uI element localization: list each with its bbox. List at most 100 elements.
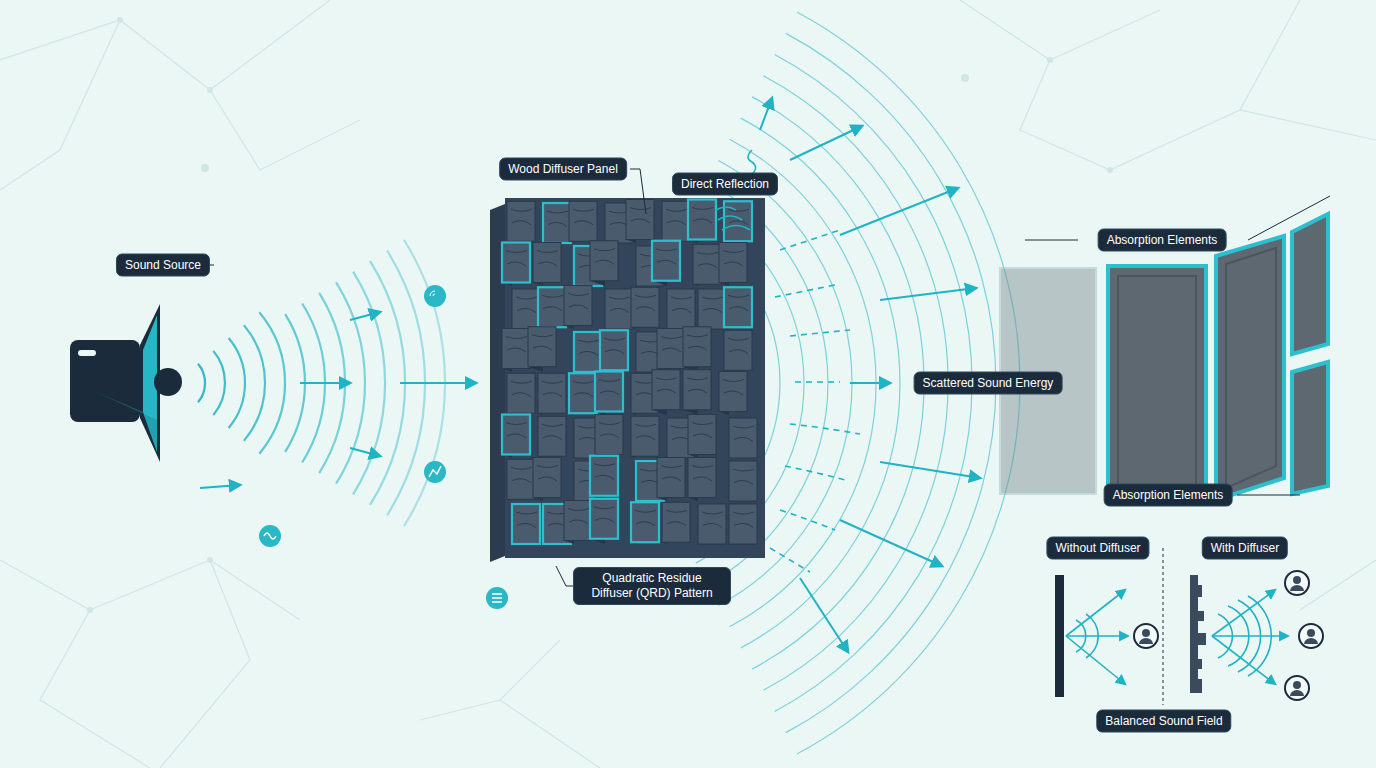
diffuser-panel bbox=[490, 198, 765, 562]
wood-grain bbox=[532, 335, 553, 351]
block-face bbox=[729, 504, 757, 544]
wood-grain bbox=[702, 297, 723, 313]
block-face bbox=[502, 243, 530, 283]
wood-grain bbox=[666, 510, 687, 526]
wood-grain bbox=[692, 466, 713, 482]
block-face bbox=[693, 244, 721, 284]
absorption-panels bbox=[1000, 214, 1328, 500]
wood-grain bbox=[594, 464, 615, 480]
callout-label: Balanced Sound Field bbox=[1096, 710, 1231, 733]
block-face bbox=[502, 415, 530, 455]
block-face bbox=[719, 243, 747, 283]
block-face bbox=[533, 243, 561, 283]
block-face bbox=[569, 373, 597, 413]
wood-grain bbox=[599, 380, 620, 396]
block-face bbox=[683, 370, 711, 410]
wave-arc bbox=[259, 312, 285, 453]
wood-grain bbox=[733, 512, 754, 528]
block-face bbox=[564, 286, 592, 326]
wood-grain bbox=[661, 337, 682, 353]
wood-grain bbox=[728, 209, 749, 225]
wood-grain bbox=[661, 466, 682, 482]
wood-grain bbox=[573, 381, 594, 397]
leader-lines bbox=[207, 169, 1330, 705]
wood-grain bbox=[594, 507, 615, 523]
block-face bbox=[512, 289, 540, 329]
block-face bbox=[569, 201, 597, 241]
block-face bbox=[631, 416, 659, 456]
listener-icon bbox=[1299, 624, 1323, 648]
wood-grain bbox=[547, 211, 568, 227]
callout-label: Sound Source bbox=[116, 254, 210, 277]
wood-grain bbox=[506, 423, 527, 439]
block-face bbox=[719, 372, 747, 412]
wood-grain bbox=[511, 467, 532, 483]
block-face bbox=[538, 287, 566, 327]
wood-grain bbox=[537, 251, 558, 267]
comparison-inset bbox=[1055, 571, 1323, 700]
wave-arc bbox=[198, 364, 205, 403]
block-face bbox=[600, 330, 628, 370]
block-face bbox=[729, 461, 757, 501]
block-face bbox=[538, 373, 566, 413]
block-face bbox=[688, 458, 716, 498]
block-face bbox=[507, 373, 535, 413]
wood-grain bbox=[635, 510, 656, 526]
wood-grain bbox=[666, 209, 687, 225]
callout-label: Scattered Sound Energy bbox=[914, 372, 1063, 395]
wave-arc bbox=[353, 272, 385, 495]
wood-grain bbox=[728, 295, 749, 311]
block-face bbox=[724, 287, 752, 327]
wood-grain bbox=[542, 424, 563, 440]
callout-label: Direct Reflection bbox=[672, 173, 778, 196]
block-face bbox=[652, 370, 680, 410]
wood-grain bbox=[604, 338, 625, 354]
wood-grain bbox=[630, 208, 651, 224]
block-face bbox=[590, 241, 618, 281]
wood-grain bbox=[594, 249, 615, 265]
block-face bbox=[507, 201, 535, 241]
listener-head bbox=[1142, 629, 1150, 637]
block-face bbox=[729, 418, 757, 458]
listener-body bbox=[1139, 638, 1153, 644]
block-face bbox=[595, 372, 623, 412]
wave-arc bbox=[229, 338, 245, 428]
block-face bbox=[652, 241, 680, 281]
wood-grain bbox=[516, 297, 537, 313]
diffuser-blocks bbox=[502, 200, 757, 545]
block-face bbox=[574, 332, 602, 372]
listener-icons bbox=[1134, 571, 1323, 700]
listener-head bbox=[1293, 681, 1301, 689]
wood-grain bbox=[511, 209, 532, 225]
block-face bbox=[631, 502, 659, 542]
block-face bbox=[662, 502, 690, 542]
block-face bbox=[626, 200, 654, 240]
block-face bbox=[543, 203, 571, 243]
block-face bbox=[538, 416, 566, 456]
block-face bbox=[667, 289, 695, 329]
wood-grain bbox=[568, 294, 589, 310]
block-face bbox=[533, 458, 561, 498]
block-face bbox=[528, 327, 556, 367]
block-face bbox=[631, 287, 659, 327]
callout-label: Wood Diffuser Panel bbox=[499, 158, 627, 181]
listener-body bbox=[1290, 585, 1304, 591]
block-face bbox=[657, 329, 685, 369]
wood-grain bbox=[578, 340, 599, 356]
small-icons bbox=[259, 285, 508, 609]
block-face bbox=[502, 329, 530, 369]
listener-head bbox=[1293, 576, 1301, 584]
wood-grain bbox=[656, 249, 677, 265]
listener-icon bbox=[1285, 676, 1309, 700]
listener-body bbox=[1290, 690, 1304, 696]
block-face bbox=[698, 504, 726, 544]
block-face bbox=[724, 330, 752, 370]
listener-icon bbox=[1134, 624, 1158, 648]
wood-grain bbox=[568, 509, 589, 525]
block-face bbox=[688, 415, 716, 455]
listener-head bbox=[1307, 629, 1315, 637]
wood-grain bbox=[635, 424, 656, 440]
